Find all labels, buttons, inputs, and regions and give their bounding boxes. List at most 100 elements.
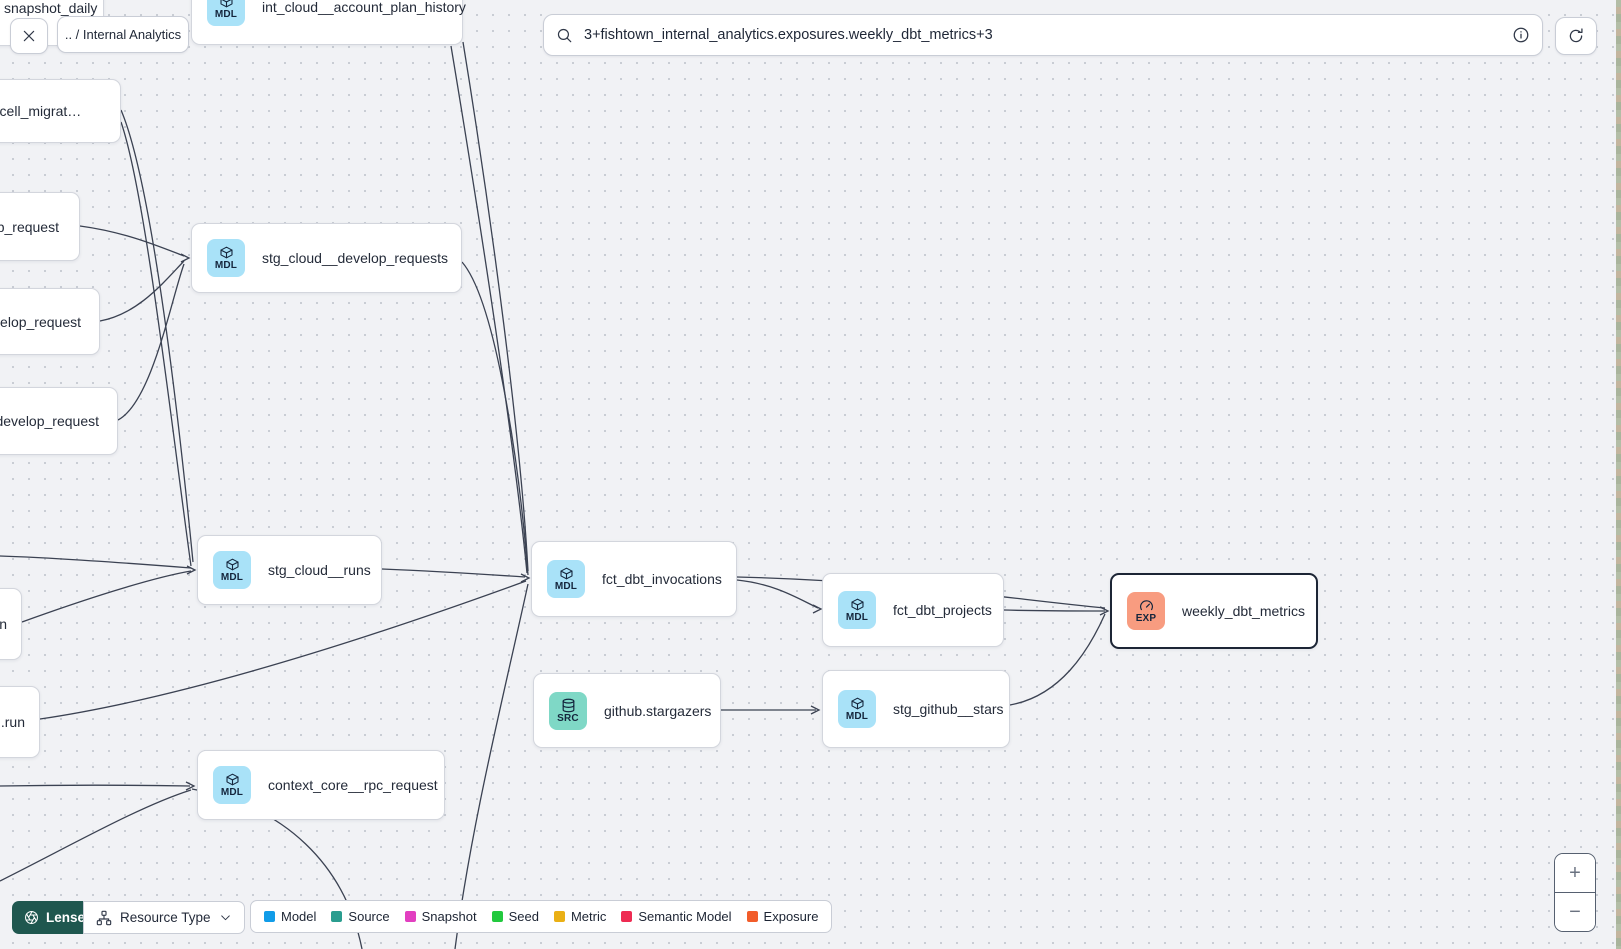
lineage-edge <box>736 579 819 609</box>
lineage-edge <box>99 260 185 322</box>
node-label: velop_request <box>0 313 81 330</box>
node-label: .develop_request <box>0 413 99 429</box>
legend-item-seed: Seed <box>491 909 539 924</box>
zoom-out-button[interactable]: − <box>1555 893 1595 931</box>
lineage-edge <box>79 225 185 257</box>
badge-label: EXP <box>1135 613 1157 624</box>
lineage-edge <box>21 570 192 623</box>
edge-arrowhead <box>810 705 821 715</box>
badge-label: MDL <box>845 612 869 623</box>
lineage-edge <box>120 109 194 563</box>
edge-arrowhead <box>185 781 196 791</box>
node-label: context_core__rpc_request <box>268 777 438 793</box>
cube-icon <box>219 246 233 259</box>
node-fct-dbt-projects[interactable]: MDL fct_dbt_projects <box>822 573 1004 647</box>
model-badge: MDL <box>213 766 251 804</box>
edge-arrowhead <box>186 565 197 575</box>
badge-label: MDL <box>554 581 578 592</box>
breadcrumb-label: .. / Internal Analytics <box>64 27 182 42</box>
lineage-edge <box>1003 609 1106 612</box>
badge-label: SRC <box>557 712 579 724</box>
node-label: n <box>0 616 7 632</box>
info-icon[interactable] <box>1512 26 1530 44</box>
zoom-control: + − <box>1554 853 1596 932</box>
semantic-model-swatch <box>621 911 633 922</box>
legend-item-model: Model <box>264 909 316 924</box>
edge-arrowhead <box>1099 606 1110 616</box>
cube-icon <box>225 773 239 786</box>
cube-icon <box>219 0 233 7</box>
database-icon <box>562 698 574 712</box>
exposure-swatch <box>746 911 758 922</box>
resource-type-dropdown[interactable]: Resource Type <box>83 901 245 934</box>
node-stg-cloud-develop-requests[interactable]: MDL stg_cloud__develop_requests <box>191 223 462 293</box>
node-label: weekly_dbt_metrics <box>1182 603 1305 619</box>
refresh-button[interactable] <box>1555 17 1597 55</box>
resource-type-label: Resource Type <box>120 910 211 925</box>
network-icon <box>96 910 112 925</box>
badge-label: MDL <box>220 787 244 798</box>
node-p-request[interactable]: p_request <box>0 192 80 261</box>
node-partial-n[interactable]: n <box>0 588 22 660</box>
lineage-edge <box>120 121 192 567</box>
badge-label: MDL <box>214 260 238 271</box>
close-icon <box>23 30 35 42</box>
node-label: snapshot_daily <box>4 0 98 16</box>
node-weekly-dbt-metrics-selected[interactable]: EXP weekly_dbt_metrics <box>1110 573 1318 649</box>
search-bar[interactable] <box>543 14 1543 56</box>
legend-item-source: Source <box>331 909 390 924</box>
edge-arrowhead <box>180 253 191 263</box>
cube-icon <box>225 558 239 571</box>
lineage-edge <box>117 263 185 421</box>
source-badge: SRC <box>549 691 587 730</box>
badge-label: MDL <box>220 572 244 583</box>
legend-item-exposure: Exposure <box>746 909 818 924</box>
resource-type-legend: Model Source Snapshot Seed Metric Semant… <box>250 900 833 933</box>
node-velop-request[interactable]: velop_request <box>0 288 100 355</box>
node-multicell-migrat[interactable]: multicell_migrat… <box>0 79 121 143</box>
cube-icon <box>850 697 864 710</box>
close-button[interactable] <box>10 18 48 54</box>
chevron-down-icon <box>220 915 230 921</box>
node-github-stargazers[interactable]: SRC github.stargazers <box>533 673 721 748</box>
badge-label: MDL <box>214 8 238 20</box>
window-edge-strip <box>1616 0 1621 949</box>
edge-arrowhead <box>812 604 823 614</box>
node-label: int_cloud__account_plan_history <box>262 0 466 15</box>
node-label: .run <box>0 714 25 730</box>
lineage-edge <box>0 555 192 569</box>
node-stg-github-stars[interactable]: MDL stg_github__stars <box>822 670 1010 748</box>
node-int-cloud-account-plan-history[interactable]: MDL int_cloud__account_plan_history <box>191 0 466 45</box>
refresh-icon <box>1569 28 1583 43</box>
search-input[interactable] <box>582 26 1503 44</box>
lineage-edge <box>0 789 192 882</box>
node-context-core-rpc-request[interactable]: MDL context_core__rpc_request <box>197 750 445 820</box>
snapshot-swatch <box>404 911 416 922</box>
seed-swatch <box>491 911 503 922</box>
zoom-in-button[interactable]: + <box>1555 854 1595 893</box>
lineage-edge <box>0 784 191 787</box>
model-badge: MDL <box>207 0 245 26</box>
lineage-edge <box>461 261 529 576</box>
node-partial-run[interactable]: .run <box>0 686 40 758</box>
aperture-icon <box>25 911 38 924</box>
model-badge: MDL <box>213 551 251 589</box>
badge-label: MDL <box>845 711 869 722</box>
cube-icon <box>850 598 864 611</box>
legend-item-semantic-model: Semantic Model <box>621 909 732 924</box>
node-label: fct_dbt_projects <box>893 602 992 618</box>
lineage-edge <box>381 568 526 578</box>
node-develop-request[interactable]: .develop_request <box>0 387 118 455</box>
model-badge: MDL <box>838 591 876 629</box>
lineage-edge <box>450 45 528 574</box>
lineage-edge <box>462 41 529 572</box>
node-label: stg_cloud__runs <box>268 562 371 578</box>
cube-icon <box>559 567 573 580</box>
node-stg-cloud-runs[interactable]: MDL stg_cloud__runs <box>197 535 382 605</box>
breadcrumb[interactable]: .. / Internal Analytics <box>57 16 189 53</box>
model-swatch <box>264 911 275 922</box>
lenses-label: Lenses <box>46 910 93 925</box>
node-fct-dbt-invocations[interactable]: MDL fct_dbt_invocations <box>531 541 737 617</box>
edge-arrowhead <box>520 573 531 583</box>
